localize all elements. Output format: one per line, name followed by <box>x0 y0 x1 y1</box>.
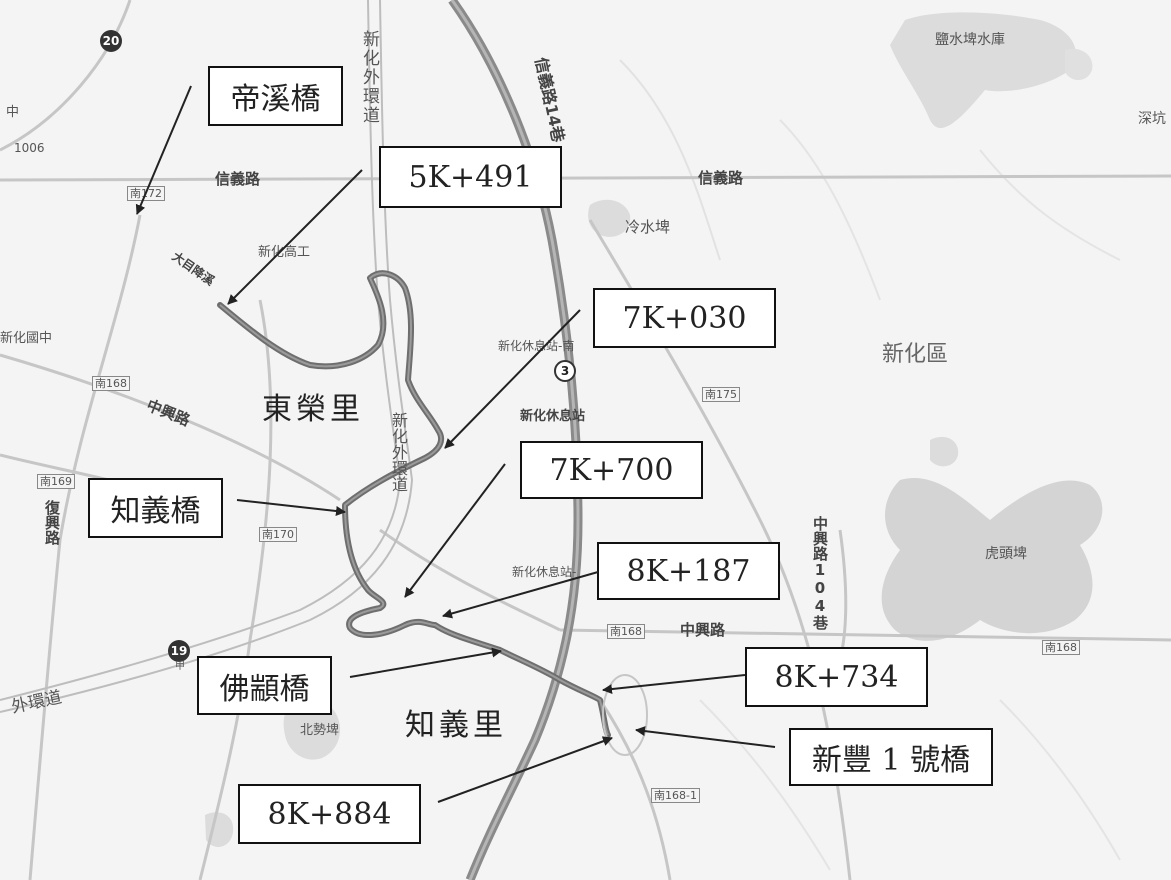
lengshuipi-label: 冷水埤 <box>625 218 671 236</box>
zhongxing-rd-right-label: 中興路 <box>680 621 726 639</box>
callout-xinfeng-bridge: 新豐 1 號橋 <box>789 728 993 786</box>
callout-8k734-text: 8K+734 <box>774 659 899 695</box>
callout-foxi-bridge-text: 佛顓橋 <box>219 671 310 707</box>
road-tag-s168-b: 南168 <box>607 624 645 639</box>
route-3-shield: 3 <box>554 360 576 382</box>
left-top-label: 中 <box>6 105 20 120</box>
code-1006-label: 1006 <box>14 141 45 155</box>
callout-5k491-text: 5K+491 <box>408 159 533 195</box>
salt-reservoir-water <box>890 12 1076 129</box>
small-pond-2 <box>205 812 234 847</box>
route-20-label: 20 <box>102 34 120 48</box>
callout-foxi-bridge: 佛顓橋 <box>197 656 332 715</box>
beishipi-label: 北勢埤 <box>300 723 340 738</box>
callout-8k187: 8K+187 <box>597 542 780 600</box>
xinhua-district-label: 新化區 <box>882 342 949 367</box>
callout-7k700: 7K+700 <box>520 441 703 499</box>
road-tag-s168-a: 南168 <box>92 376 130 391</box>
rest-area-label: 新化休息站 <box>520 409 586 424</box>
fuxing-rd-label: 復興路 <box>43 500 61 545</box>
xinhua-ring-top-label: 新化外環道 <box>359 30 379 125</box>
small-pond-3 <box>1065 48 1093 81</box>
callout-8k187-text: 8K+187 <box>626 553 751 589</box>
route-19-shield: 19 <box>168 640 190 662</box>
xinhua-ring-mid-label: 新化外環道 <box>389 412 408 492</box>
road-tag-s172: 南172 <box>127 186 165 201</box>
callout-dixi-bridge-text: 帝溪橋 <box>230 82 321 117</box>
xinyi-rd-right-label: 信義路 <box>698 169 744 187</box>
callout-8k734: 8K+734 <box>745 647 928 707</box>
road-tag-s168-c: 南168 <box>1042 640 1080 655</box>
callout-7k030: 7K+030 <box>593 288 776 348</box>
xinyi-rd-left-label: 信義路 <box>215 170 261 188</box>
callout-7k700-text: 7K+700 <box>549 452 674 488</box>
callout-dixi-bridge: 帝溪橋 <box>208 66 343 126</box>
road-tag-s168-1: 南168-1 <box>651 788 700 803</box>
shenkeng-label: 深坑 <box>1138 111 1166 127</box>
small-pond-1 <box>930 436 959 467</box>
xinhua-vocational-label: 新化高工 <box>258 245 311 260</box>
callout-7k030-text: 7K+030 <box>622 300 747 336</box>
salt-reservoir-label: 鹽水埤水庫 <box>935 32 1005 48</box>
lengshuipi-water <box>588 199 631 237</box>
callout-8k884: 8K+884 <box>238 784 421 844</box>
rest-area-s-label: 新化休息站- <box>512 565 577 579</box>
callout-zhiyi-bridge: 知義橋 <box>88 478 223 538</box>
xinhua-jhs-label: 新化國中 <box>0 331 53 346</box>
road-tag-s175: 南175 <box>702 387 740 402</box>
road-tag-s169: 南169 <box>37 474 75 489</box>
route-19-label: 19 <box>170 644 188 658</box>
route-20-shield: 20 <box>100 30 122 52</box>
road-tag-s170: 南170 <box>259 527 297 542</box>
route-19-sub: 甲 <box>175 661 185 672</box>
area-zhiyi: 知義里 <box>405 708 507 743</box>
callout-zhiyi-bridge-text: 知義橋 <box>110 494 201 529</box>
hutoupi-label: 虎頭埤 <box>985 546 1027 562</box>
callout-5k491: 5K+491 <box>379 146 562 208</box>
area-dongrong: 東榮里 <box>262 392 364 427</box>
zhongxing-lane104-label: 中興路104巷 <box>811 516 829 630</box>
rest-area-n-label: 新化休息站-南 <box>498 339 575 353</box>
route-3-label: 3 <box>560 364 570 378</box>
callout-xinfeng-bridge-text: 新豐 1 號橋 <box>811 743 971 778</box>
callout-8k884-text: 8K+884 <box>267 796 392 832</box>
hutoupi-water <box>881 478 1103 641</box>
